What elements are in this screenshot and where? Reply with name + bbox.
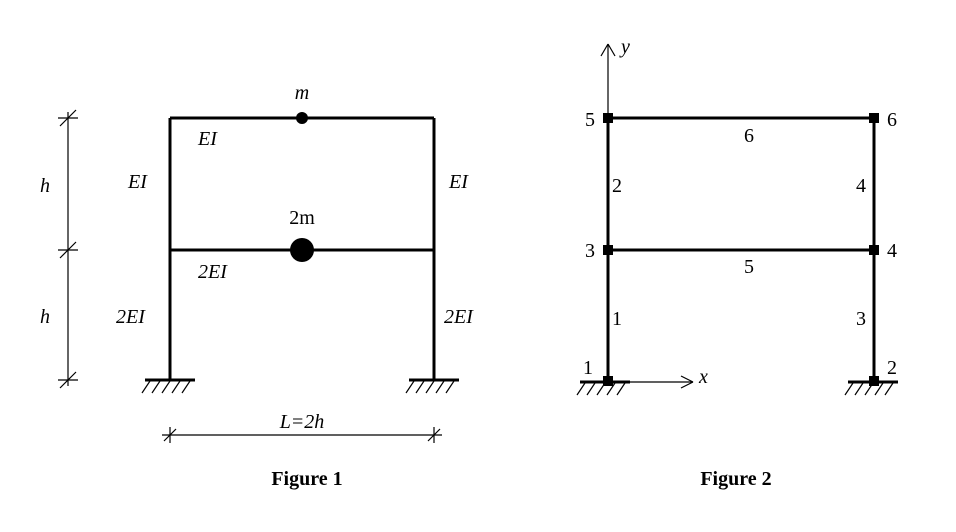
element-label-3: 3 [856,308,866,330]
node-1-marker [603,376,613,386]
mass-m-dot [296,112,308,124]
element-label-2: 2 [612,175,622,197]
element-label-5: 5 [744,256,754,278]
node-3-marker [603,245,613,255]
node-label-3: 3 [585,240,595,262]
span-label: L=2h [279,411,325,433]
node-label-5: 5 [585,109,595,131]
mass-m-label: m [295,82,309,104]
node-label-4: 4 [887,240,897,262]
lower-left-column-stiffness-label: 2EI [116,306,146,328]
top-beam-stiffness-label: EI [197,128,218,150]
node-label-6: 6 [887,109,897,131]
node-label-2: 2 [887,357,897,379]
span-dimension [162,427,442,443]
mass-2m-label: 2m [289,207,315,229]
lower-right-column-stiffness-label: 2EI [444,306,474,328]
height-dimension [58,109,78,389]
element-label-4: 4 [856,175,866,197]
figure-2-caption: Figure 2 [700,468,771,490]
x-axis-label: x [698,366,708,388]
upper-left-column-stiffness-label: EI [127,171,148,193]
fixed-support-left [141,378,195,394]
node-label-1: 1 [583,357,593,379]
mass-2m-dot [290,238,314,262]
figure-2: y x 1 2 [576,36,898,490]
node-5-marker [603,113,613,123]
upper-height-label: h [40,175,50,197]
y-axis-label: y [619,36,630,58]
element-label-6: 6 [744,125,754,147]
lower-height-label: h [40,306,50,328]
upper-right-column-stiffness-label: EI [448,171,469,193]
node-6-marker [869,113,879,123]
fixed-support-right [405,378,459,394]
element-label-1: 1 [612,308,622,330]
node-4-marker [869,245,879,255]
figure-1-caption: Figure 1 [271,468,342,490]
node-2-marker [869,376,879,386]
figure-1: m 2m EI EI EI 2EI 2EI 2EI h h L=2h Figur… [40,82,474,490]
middle-beam-stiffness-label: 2EI [198,261,228,283]
